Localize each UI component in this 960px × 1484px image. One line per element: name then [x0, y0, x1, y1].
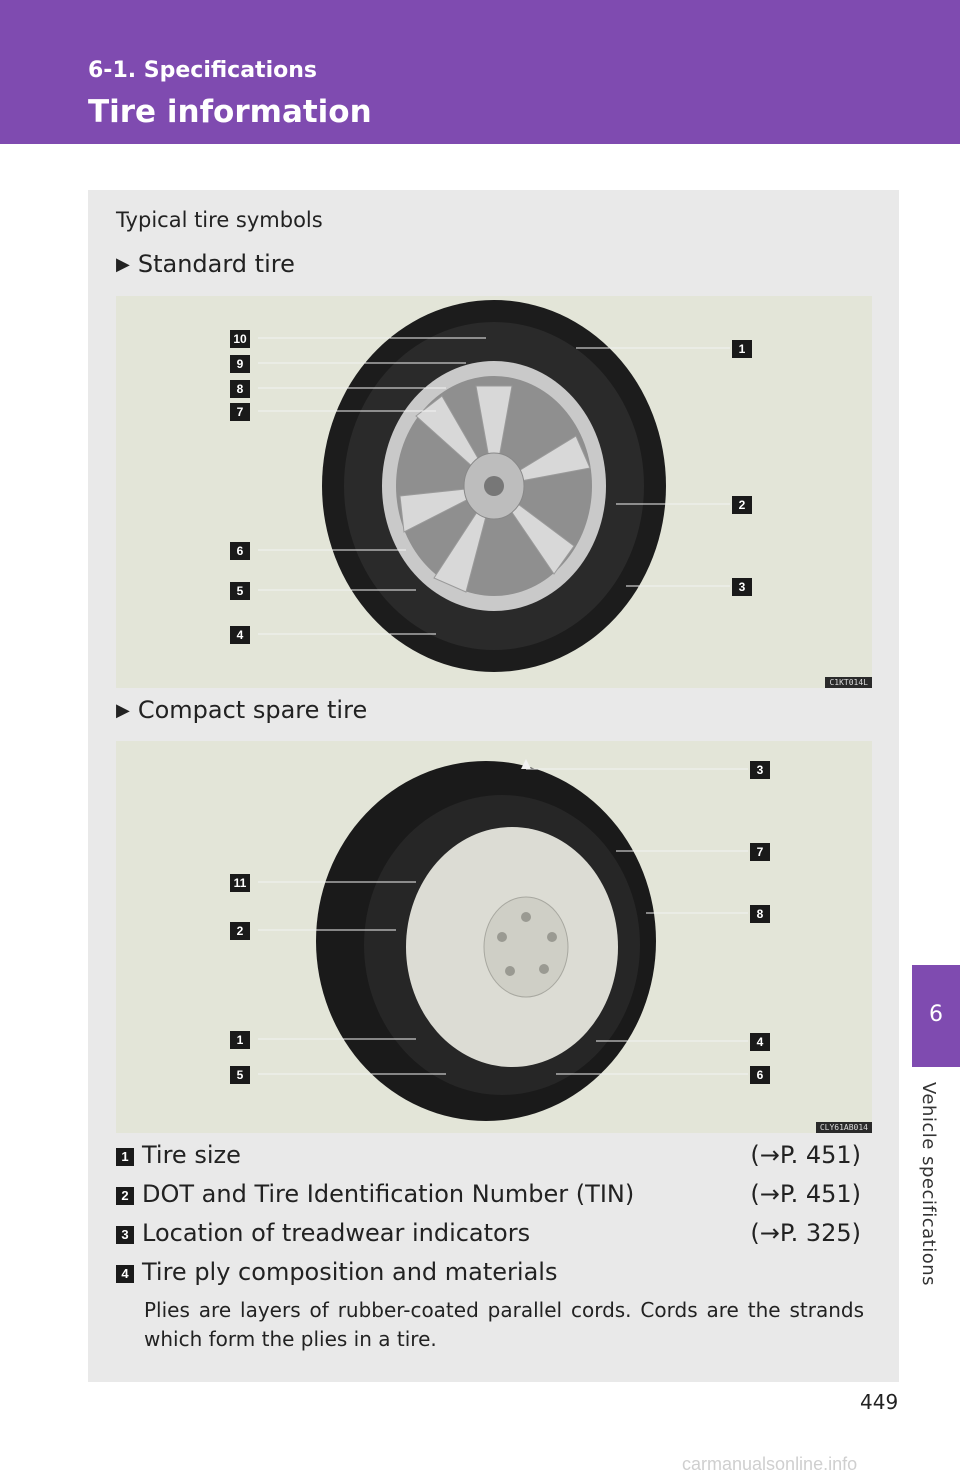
- callout-badge: 4: [230, 626, 250, 644]
- page-title: Tire information: [88, 94, 372, 130]
- triangle-bullet-icon: ▶: [116, 254, 130, 275]
- callout-badge: 10: [230, 330, 250, 348]
- legend-text: Tire size: [142, 1141, 241, 1169]
- chapter-tab[interactable]: 6: [912, 965, 960, 1067]
- standard-tire-subheading: ▶ Standard tire: [116, 250, 295, 278]
- callout-badge: 1: [732, 340, 752, 358]
- legend-text: Tire ply composition and materials: [142, 1258, 558, 1286]
- callout-badge: 7: [230, 403, 250, 421]
- callout-badge: 7: [750, 843, 770, 861]
- legend-number: 3: [116, 1226, 134, 1244]
- legend-text: DOT and Tire Identification Number (TIN): [142, 1180, 635, 1208]
- spare-tire-subheading: ▶ Compact spare tire: [116, 696, 367, 724]
- legend-number: 4: [116, 1265, 134, 1283]
- legend-item: 4 Tire ply composition and materials: [116, 1258, 861, 1286]
- callout-badge: 3: [750, 761, 770, 779]
- standard-tire-illustration: [258, 300, 730, 672]
- legend-item: 1 Tire size (→P. 451): [116, 1141, 861, 1169]
- callout-badge: 1: [230, 1031, 250, 1049]
- tire-symbols-panel: Typical tire symbols ▶ Standard tire: [88, 190, 899, 1382]
- standard-tire-label: Standard tire: [137, 250, 295, 278]
- callout-badge: 4: [750, 1033, 770, 1051]
- spare-tire-label: Compact spare tire: [137, 696, 368, 724]
- triangle-bullet-icon: ▶: [116, 700, 130, 721]
- figure-code: C1KT014L: [825, 677, 872, 688]
- legend-text: Location of treadwear indicators: [142, 1219, 531, 1247]
- legend-number: 2: [116, 1187, 134, 1205]
- spare-tire-illustration: [258, 759, 748, 1121]
- callout-badge: 2: [230, 922, 250, 940]
- callout-badge: 6: [750, 1066, 770, 1084]
- callout-badge: 5: [230, 582, 250, 600]
- callout-badge: 8: [750, 905, 770, 923]
- section-label: 6-1. Specifications: [88, 58, 317, 83]
- callout-badge: 6: [230, 542, 250, 560]
- figure-code: CLY61AB014: [815, 1122, 872, 1133]
- page-header: 6-1. Specifications Tire information: [0, 0, 960, 144]
- chapter-label: Vehicle specifications: [918, 1082, 939, 1286]
- page-reference-link[interactable]: (→P. 325): [750, 1219, 861, 1247]
- panel-heading: Typical tire symbols: [116, 208, 323, 232]
- ply-description: Plies are layers of rubber-coated parall…: [144, 1298, 864, 1351]
- standard-tire-figure: 10 9 8 7 6 5 4 1 2 3 C1KT014L: [116, 296, 872, 688]
- callout-badge: 5: [230, 1066, 250, 1084]
- callout-badge: 3: [732, 578, 752, 596]
- watermark: carmanualsonline.info: [682, 1454, 858, 1474]
- callout-badge: 11: [230, 874, 250, 892]
- page-reference-link[interactable]: (→P. 451): [750, 1141, 861, 1169]
- callout-badge: 2: [732, 496, 752, 514]
- page-number: 449: [860, 1390, 899, 1414]
- spare-tire-figure: 3 7 8 4 6 11 2 1 5 CLY61AB014: [116, 741, 872, 1133]
- legend-number: 1: [116, 1148, 134, 1166]
- callout-badge: 8: [230, 380, 250, 398]
- callout-badge: 9: [230, 355, 250, 373]
- legend-item: 2 DOT and Tire Identification Number (TIN…: [116, 1180, 861, 1208]
- page-reference-link[interactable]: (→P. 451): [750, 1180, 861, 1208]
- legend-item: 3 Location of treadwear indicators (→P. 3…: [116, 1219, 861, 1247]
